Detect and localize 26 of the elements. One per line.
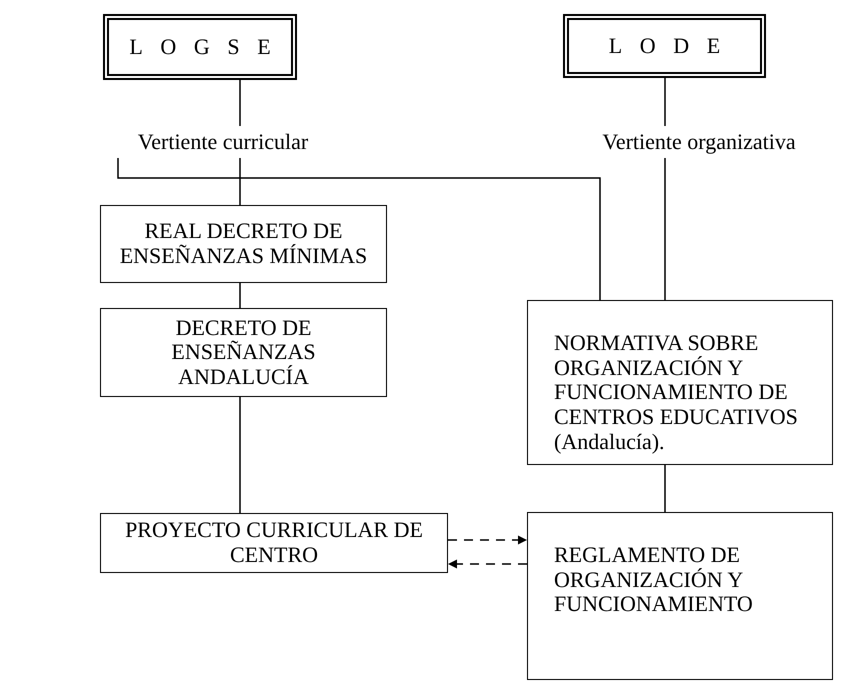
dashed-arrow [448, 536, 527, 544]
connector-line [664, 465, 666, 512]
box-text: REAL DECRETO DE ENSEÑANZAS MÍNIMAS [118, 219, 368, 269]
connector-line [664, 158, 666, 300]
law-box [103, 14, 297, 80]
branch-label: Vertiente curricular [138, 130, 308, 154]
connector-line [664, 78, 666, 126]
process-box [100, 513, 448, 573]
branch-label: Vertiente organizativa [602, 130, 796, 154]
process-box [100, 205, 387, 283]
connector-line [239, 397, 241, 513]
process-box [100, 308, 387, 397]
box-text: DECRETO DE ENSEÑANZAS ANDALUCÍA [170, 316, 317, 390]
connector-line [239, 283, 241, 308]
box-text: PROYECTO CURRICULAR DE CENTRO [124, 518, 424, 568]
box-text: REGLAMENTO DE ORGANIZACIÓN Y FUNCIONAMIENTO [554, 543, 754, 617]
law-name: LODE [608, 34, 738, 58]
law-name: LOGSE [129, 34, 288, 60]
connector-line [239, 80, 241, 126]
dashed-arrow [448, 560, 527, 568]
connector-line [239, 158, 241, 205]
process-box [527, 512, 833, 680]
law-box [563, 14, 766, 78]
process-box [527, 300, 833, 465]
connector-line [117, 158, 601, 300]
box-text: NORMATIVA SOBRE ORGANIZACIÓN Y FUNCIONAMIENTO DE CENTROS EDUCATIVOS (Andalucía). [554, 331, 799, 454]
